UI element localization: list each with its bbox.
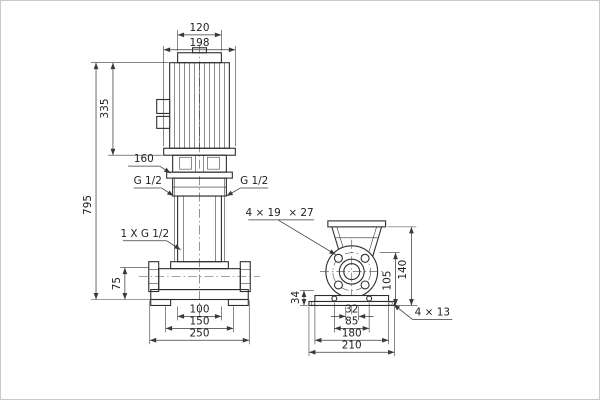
port-right-label: G 1/2 xyxy=(240,175,268,187)
dim-75-label: 75 xyxy=(111,277,123,290)
dim-32-label: 32 xyxy=(345,303,358,315)
foot-base xyxy=(308,294,396,307)
dim-140-label: 140 xyxy=(397,260,409,280)
side-view xyxy=(308,220,396,318)
front-view xyxy=(138,44,261,318)
bolt-hole xyxy=(333,280,343,290)
dim-85-label: 85 xyxy=(345,315,358,327)
dim-120-label: 120 xyxy=(190,22,210,34)
bolt-hole xyxy=(360,280,370,290)
dim-105-label: 105 xyxy=(382,271,394,291)
dim-335-label: 335 xyxy=(99,98,111,118)
port-left-label: G 1/2 xyxy=(134,175,162,187)
bolt-hole xyxy=(333,253,343,263)
dim-100-label: 100 xyxy=(190,303,210,315)
dim-150-label: 150 xyxy=(190,315,210,327)
dim-34-label: 34 xyxy=(290,291,302,305)
base-plate xyxy=(150,289,249,301)
flange-face xyxy=(319,239,384,318)
flange-bolt-note-label: 4 × 19 xyxy=(246,207,281,219)
terminal-box xyxy=(156,98,171,114)
dim-180-label: 180 xyxy=(342,327,362,339)
bolt-hole xyxy=(360,253,370,263)
dim-795-label: 795 xyxy=(82,195,94,215)
base-hole xyxy=(331,295,338,302)
volute-and-base xyxy=(138,261,261,307)
front-view-dimensions: 120 198 335 795 160 G 1/2 G 1/2 1 X G 1/… xyxy=(82,22,268,345)
dim-250-label: 250 xyxy=(190,327,210,339)
bracket xyxy=(327,220,387,257)
dim-210-label: 210 xyxy=(342,339,362,351)
flange-thickness-note-label: × 27 xyxy=(288,207,313,219)
base-bolt-note-label: 4 × 13 xyxy=(415,306,450,318)
drain-port-label: 1 X G 1/2 xyxy=(120,228,169,240)
base-hole xyxy=(366,295,373,302)
side-view-dimensions: 4 × 19 × 27 34 105 140 4 × 13 32 85 xyxy=(246,207,453,357)
dim-160-label: 160 xyxy=(134,153,154,165)
dim-198-label: 198 xyxy=(190,37,210,49)
